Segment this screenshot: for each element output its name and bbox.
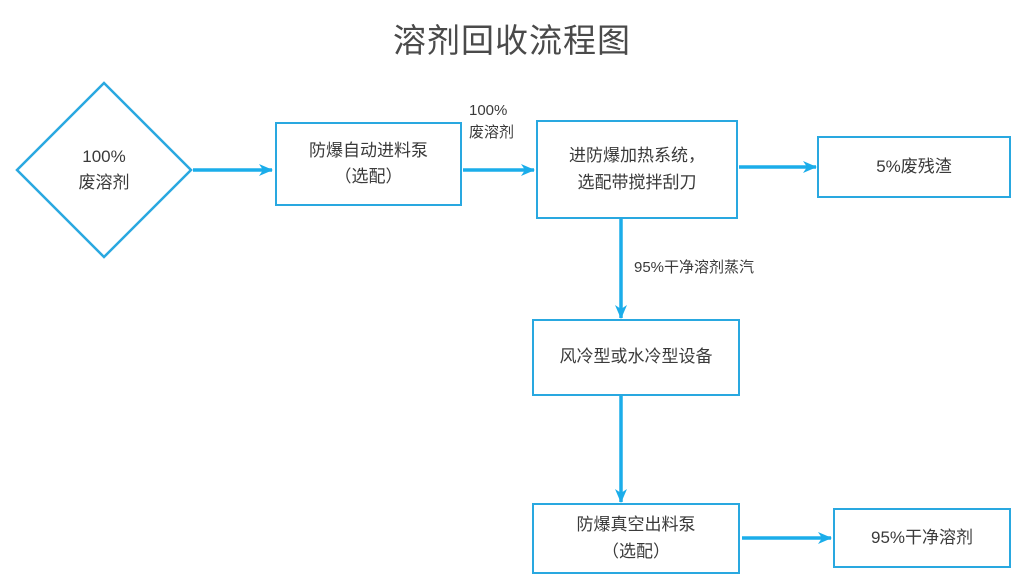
edge-label-line-1: 95%干净溶剂蒸汽	[634, 259, 755, 276]
edge-label-solvent-vapor: 95%干净溶剂蒸汽	[634, 257, 754, 279]
node-clean-solvent[interactable]: 95%干净溶剂	[833, 508, 1011, 568]
node-label-line-2: 废溶剂	[78, 173, 130, 192]
edge-label-waste-to-heating: 100% 废溶剂	[469, 100, 514, 144]
node-heating-system[interactable]: 进防爆加热系统， 选配带搅拌刮刀	[536, 120, 738, 219]
node-label-line-2: 选配带搅拌刮刀	[577, 172, 697, 192]
page-title: 溶剂回收流程图	[393, 22, 631, 59]
node-residue[interactable]: 5%废残渣	[817, 136, 1011, 198]
node-feed-pump[interactable]: 防爆自动进料泵 （选配）	[275, 122, 462, 206]
node-label-line-1: 5%废残渣	[876, 156, 952, 176]
edge-label-line-1: 100%	[469, 102, 508, 119]
node-label-line-1: 防爆自动进料泵	[309, 140, 428, 160]
node-discharge-pump[interactable]: 防爆真空出料泵 （选配）	[532, 503, 740, 574]
node-label-line-1: 防爆真空出料泵	[576, 515, 696, 535]
node-label-line-2: （选配）	[602, 541, 670, 561]
node-label-line-1: 风冷型或水冷型设备	[559, 347, 713, 367]
node-label-line-1: 95%干净溶剂	[870, 527, 974, 547]
edge-label-line-2: 废溶剂	[469, 123, 515, 141]
diamond-shape	[15, 81, 193, 259]
node-cooling-equipment[interactable]: 风冷型或水冷型设备	[532, 319, 740, 396]
node-label-line-1: 100%	[82, 146, 126, 166]
node-waste-solvent[interactable]: 100% 废溶剂	[14, 80, 194, 260]
node-label-line-2: （选配）	[334, 167, 403, 186]
node-label-line-1: 进防爆加热系统，	[569, 146, 705, 166]
